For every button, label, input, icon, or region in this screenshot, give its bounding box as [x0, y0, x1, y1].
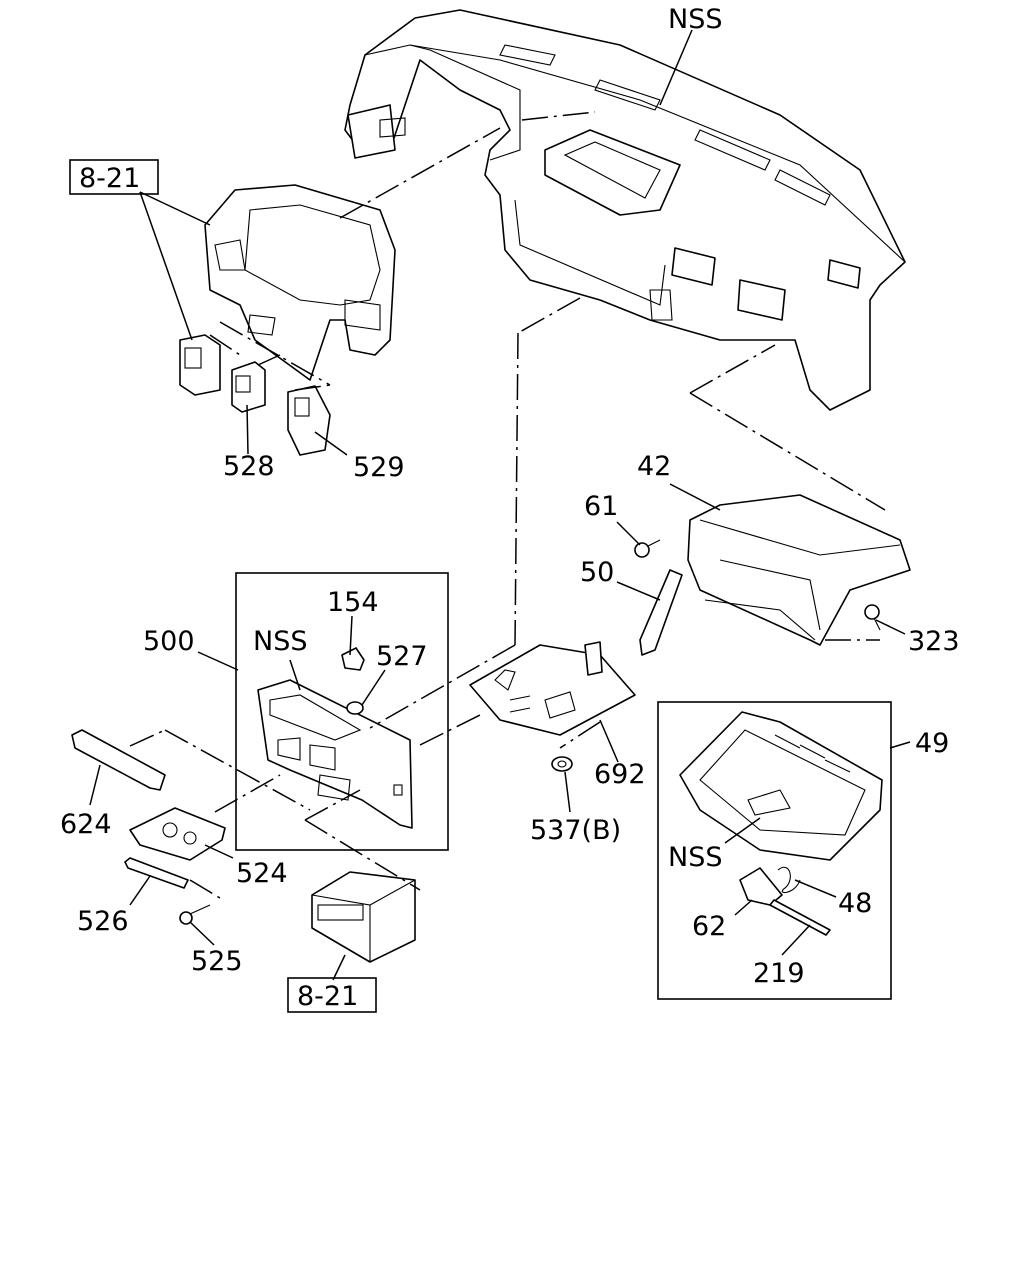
latch-62 [739, 867, 783, 906]
ref-box-top [69, 159, 159, 195]
label-ref-bottom: 8-21 [297, 981, 358, 1012]
label-nss-dashboard: NSS [668, 4, 722, 35]
bracket-524 [129, 807, 226, 861]
pin-219 [769, 899, 831, 936]
assembly-lines [129, 111, 886, 899]
nut-537b [551, 756, 573, 772]
screw-525 [179, 904, 211, 925]
label-ref-top: 8-21 [79, 163, 140, 194]
switch-528 [231, 361, 266, 413]
glovebox-door [679, 711, 883, 861]
label-62: 62 [692, 911, 726, 942]
clip-527 [346, 701, 364, 715]
clip-154 [341, 647, 365, 671]
label-nss-bezel: NSS [253, 626, 307, 657]
screw-61 [634, 539, 661, 558]
screw-323 [864, 604, 881, 631]
trim-624 [71, 729, 166, 791]
label-624: 624 [60, 809, 112, 840]
strip-50 [639, 569, 683, 656]
label-692: 692 [594, 759, 646, 790]
strip-526 [124, 857, 189, 889]
label-323: 323 [908, 626, 960, 657]
callout-labels: NSS 8-21 528 529 42 61 50 323 154 500 NS… [60, 4, 960, 1012]
label-42: 42 [637, 451, 671, 482]
label-nss-glovebox: NSS [668, 842, 722, 873]
label-524: 524 [236, 858, 288, 889]
switch-529 [287, 385, 331, 456]
label-48: 48 [838, 888, 872, 919]
label-529: 529 [353, 452, 405, 483]
group-box-49 [657, 701, 892, 1000]
cluster-hood [204, 184, 396, 381]
label-500: 500 [143, 626, 195, 657]
ref-box-bottom [287, 977, 377, 1013]
dashboard-panel [344, 9, 906, 411]
label-219: 219 [753, 958, 805, 989]
center-bezel [257, 679, 413, 829]
audio-unit [311, 871, 416, 963]
label-50: 50 [580, 557, 614, 588]
label-528: 528 [223, 451, 275, 482]
spring-48 [777, 866, 801, 894]
label-537b: 537(B) [530, 815, 621, 846]
label-61: 61 [584, 491, 618, 522]
label-527: 527 [376, 641, 428, 672]
label-154: 154 [327, 587, 379, 618]
label-49: 49 [915, 728, 949, 759]
leader-lines [89, 29, 911, 981]
switch-left [179, 334, 221, 396]
group-box-500 [235, 572, 449, 851]
label-526: 526 [77, 906, 129, 937]
label-525: 525 [191, 946, 243, 977]
glovebox-housing [687, 494, 911, 646]
bracket-692 [469, 641, 636, 736]
